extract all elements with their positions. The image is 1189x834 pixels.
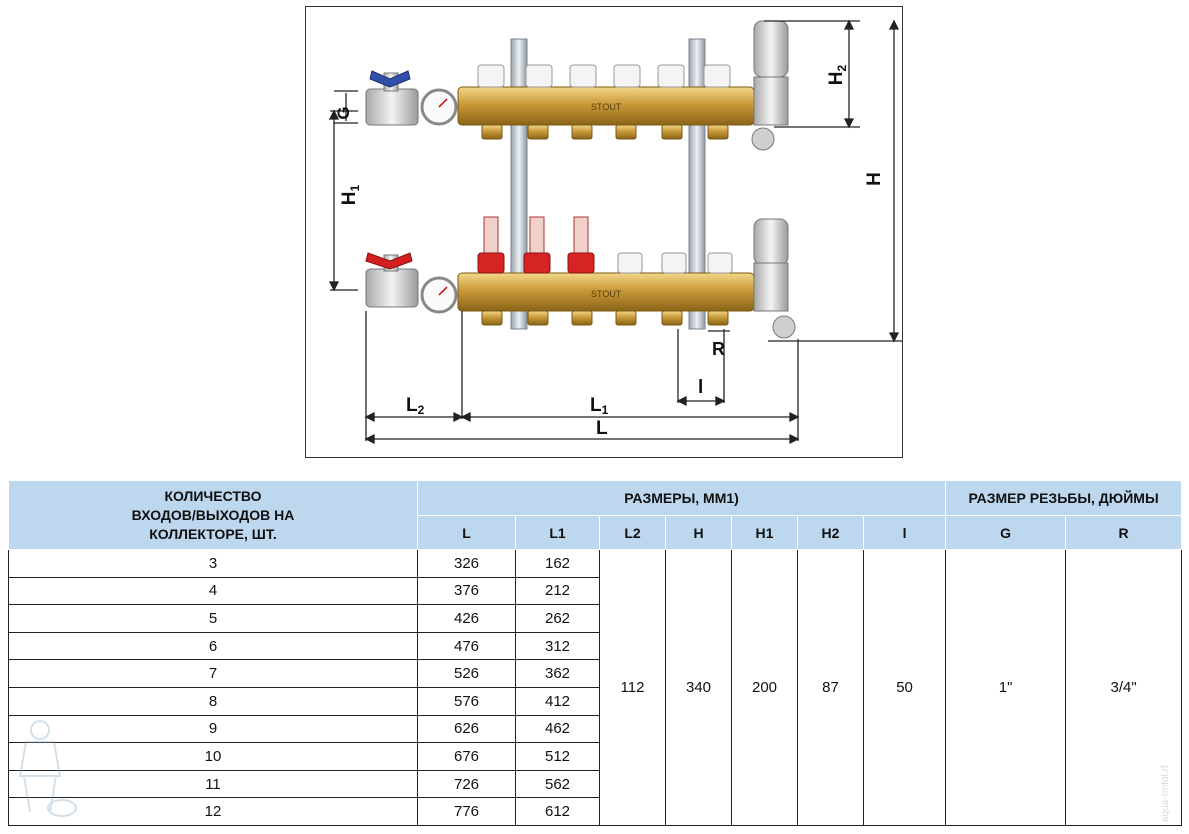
col-header-g: G [945,515,1067,550]
header-quantity: КОЛИЧЕСТВО ВХОДОВ/ВЫХОДОВ НА КОЛЛЕКТОРЕ,… [8,480,418,550]
table-row: 11 726 562 [8,769,1182,799]
label-h1: H1 [339,184,362,205]
cell-i: 50 [862,549,947,826]
table-row: 7 526 362 [8,659,1182,688]
header-thread: РАЗМЕР РЕЗЬБЫ, ДЮЙМЫ [945,480,1183,516]
cell-g: 1" [945,549,1067,826]
cell-qty: 11 [8,769,418,799]
label-h: H [864,172,885,186]
col-header-h: H [665,515,732,550]
table-row: 4 376 212 [8,576,1182,606]
table-row: 6 476 312 [8,631,1182,661]
col-header-l: L [417,515,516,550]
plumber-watermark-icon [18,720,77,817]
cell-qty: 8 [8,686,418,716]
cell-h: 340 [665,549,732,826]
cell-l: 776 [417,797,516,826]
cell-l1: 312 [515,631,600,661]
cell-qty: 7 [8,659,418,688]
cell-l1: 562 [515,769,600,799]
cell-l: 326 [417,549,516,578]
cell-l1: 262 [515,604,600,633]
brand-label-bottom: STOUT [591,289,622,299]
label-l: L [596,418,608,439]
cell-l1: 362 [515,659,600,688]
cell-l: 626 [417,714,516,744]
top-manifold [365,20,789,151]
label-l2: L2 [406,395,425,417]
cell-h2: 87 [797,549,864,826]
label-g: G [334,106,353,119]
col-header-i: l [862,515,947,550]
cell-l: 476 [417,631,516,661]
table-row: 12 776 612 [8,797,1182,826]
dimension-lines [328,19,902,445]
cell-qty: 12 [8,797,418,826]
cell-l: 576 [417,686,516,716]
cell-l1: 412 [515,686,600,716]
col-header-r: R [1065,515,1183,550]
label-h2: H2 [826,64,849,85]
cell-l1: 612 [515,797,600,826]
cell-qty: 4 [8,576,418,606]
cell-l: 526 [417,659,516,688]
dimensions-table: КОЛИЧЕСТВО ВХОДОВ/ВЫХОДОВ НА КОЛЛЕКТОРЕ,… [8,480,1183,826]
brand-label-top: STOUT [591,102,622,112]
cell-l: 426 [417,604,516,633]
table-row: 10 676 512 [8,742,1182,771]
cell-l1: 162 [515,549,600,578]
side-watermark: aqua-rmtol.rf [1160,765,1171,822]
cell-l2: 112 [599,549,666,826]
manifold-drawing: STOUT [328,19,902,445]
cell-qty: 5 [8,604,418,633]
cell-l: 726 [417,769,516,799]
label-i: l [698,377,703,398]
table-row: 3 326 162 112 340 200 87 50 1" 3/4" [8,549,1183,826]
cell-l1: 512 [515,742,600,771]
cell-qty: 6 [8,631,418,661]
header-dimensions: РАЗМЕРЫ, ММ1) [416,480,947,516]
col-header-h1: H1 [731,515,798,550]
cell-r: 3/4" [1065,549,1183,826]
manifold-diagram: STOUT [305,6,903,458]
col-header-h2: H2 [797,515,864,550]
cell-l1: 212 [515,576,600,606]
cell-l1: 462 [515,714,600,744]
cell-h1: 200 [731,549,798,826]
cell-l: 376 [417,576,516,606]
col-header-l1: L1 [515,515,600,550]
col-header-l2: L2 [599,515,666,550]
label-r: R [712,339,725,359]
cell-qty: 3 [8,549,418,578]
cell-l: 676 [417,742,516,771]
bottom-manifold [365,216,796,339]
label-l1: L1 [590,395,609,417]
